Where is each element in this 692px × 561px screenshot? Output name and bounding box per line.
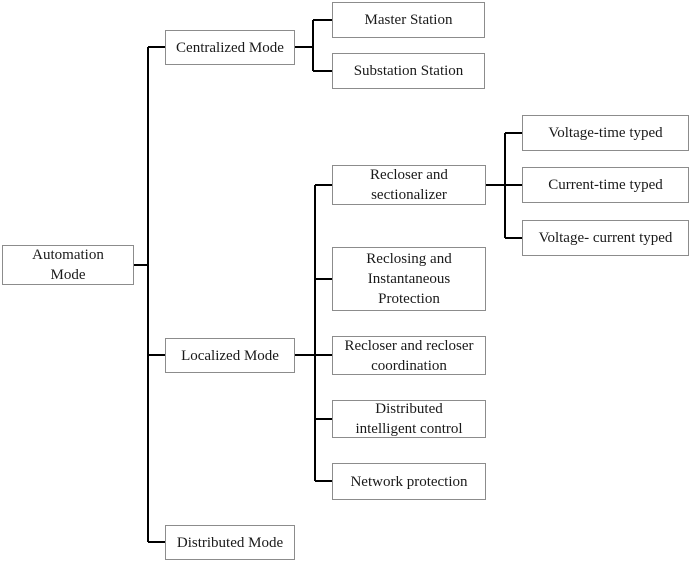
- master-station-box: Master Station: [332, 2, 485, 38]
- reclosing-protection-box: Reclosing and Instantaneous Protection: [332, 247, 486, 311]
- current-time-box: Current-time typed: [522, 167, 689, 203]
- network-protection-box: Network protection: [332, 463, 486, 500]
- substation-station-box: Substation Station: [332, 53, 485, 89]
- distributed-control-box: Distributed intelligent control: [332, 400, 486, 438]
- recloser-coordination-box: Recloser and recloser coordination: [332, 336, 486, 375]
- localized-mode-box: Localized Mode: [165, 338, 295, 373]
- distributed-mode-box: Distributed Mode: [165, 525, 295, 560]
- voltage-time-box: Voltage-time typed: [522, 115, 689, 151]
- automation-mode-box: Automation Mode: [2, 245, 134, 285]
- recloser-sectionalizer-box: Recloser and sectionalizer: [332, 165, 486, 205]
- voltage-current-box: Voltage- current typed: [522, 220, 689, 256]
- centralized-mode-box: Centralized Mode: [165, 30, 295, 65]
